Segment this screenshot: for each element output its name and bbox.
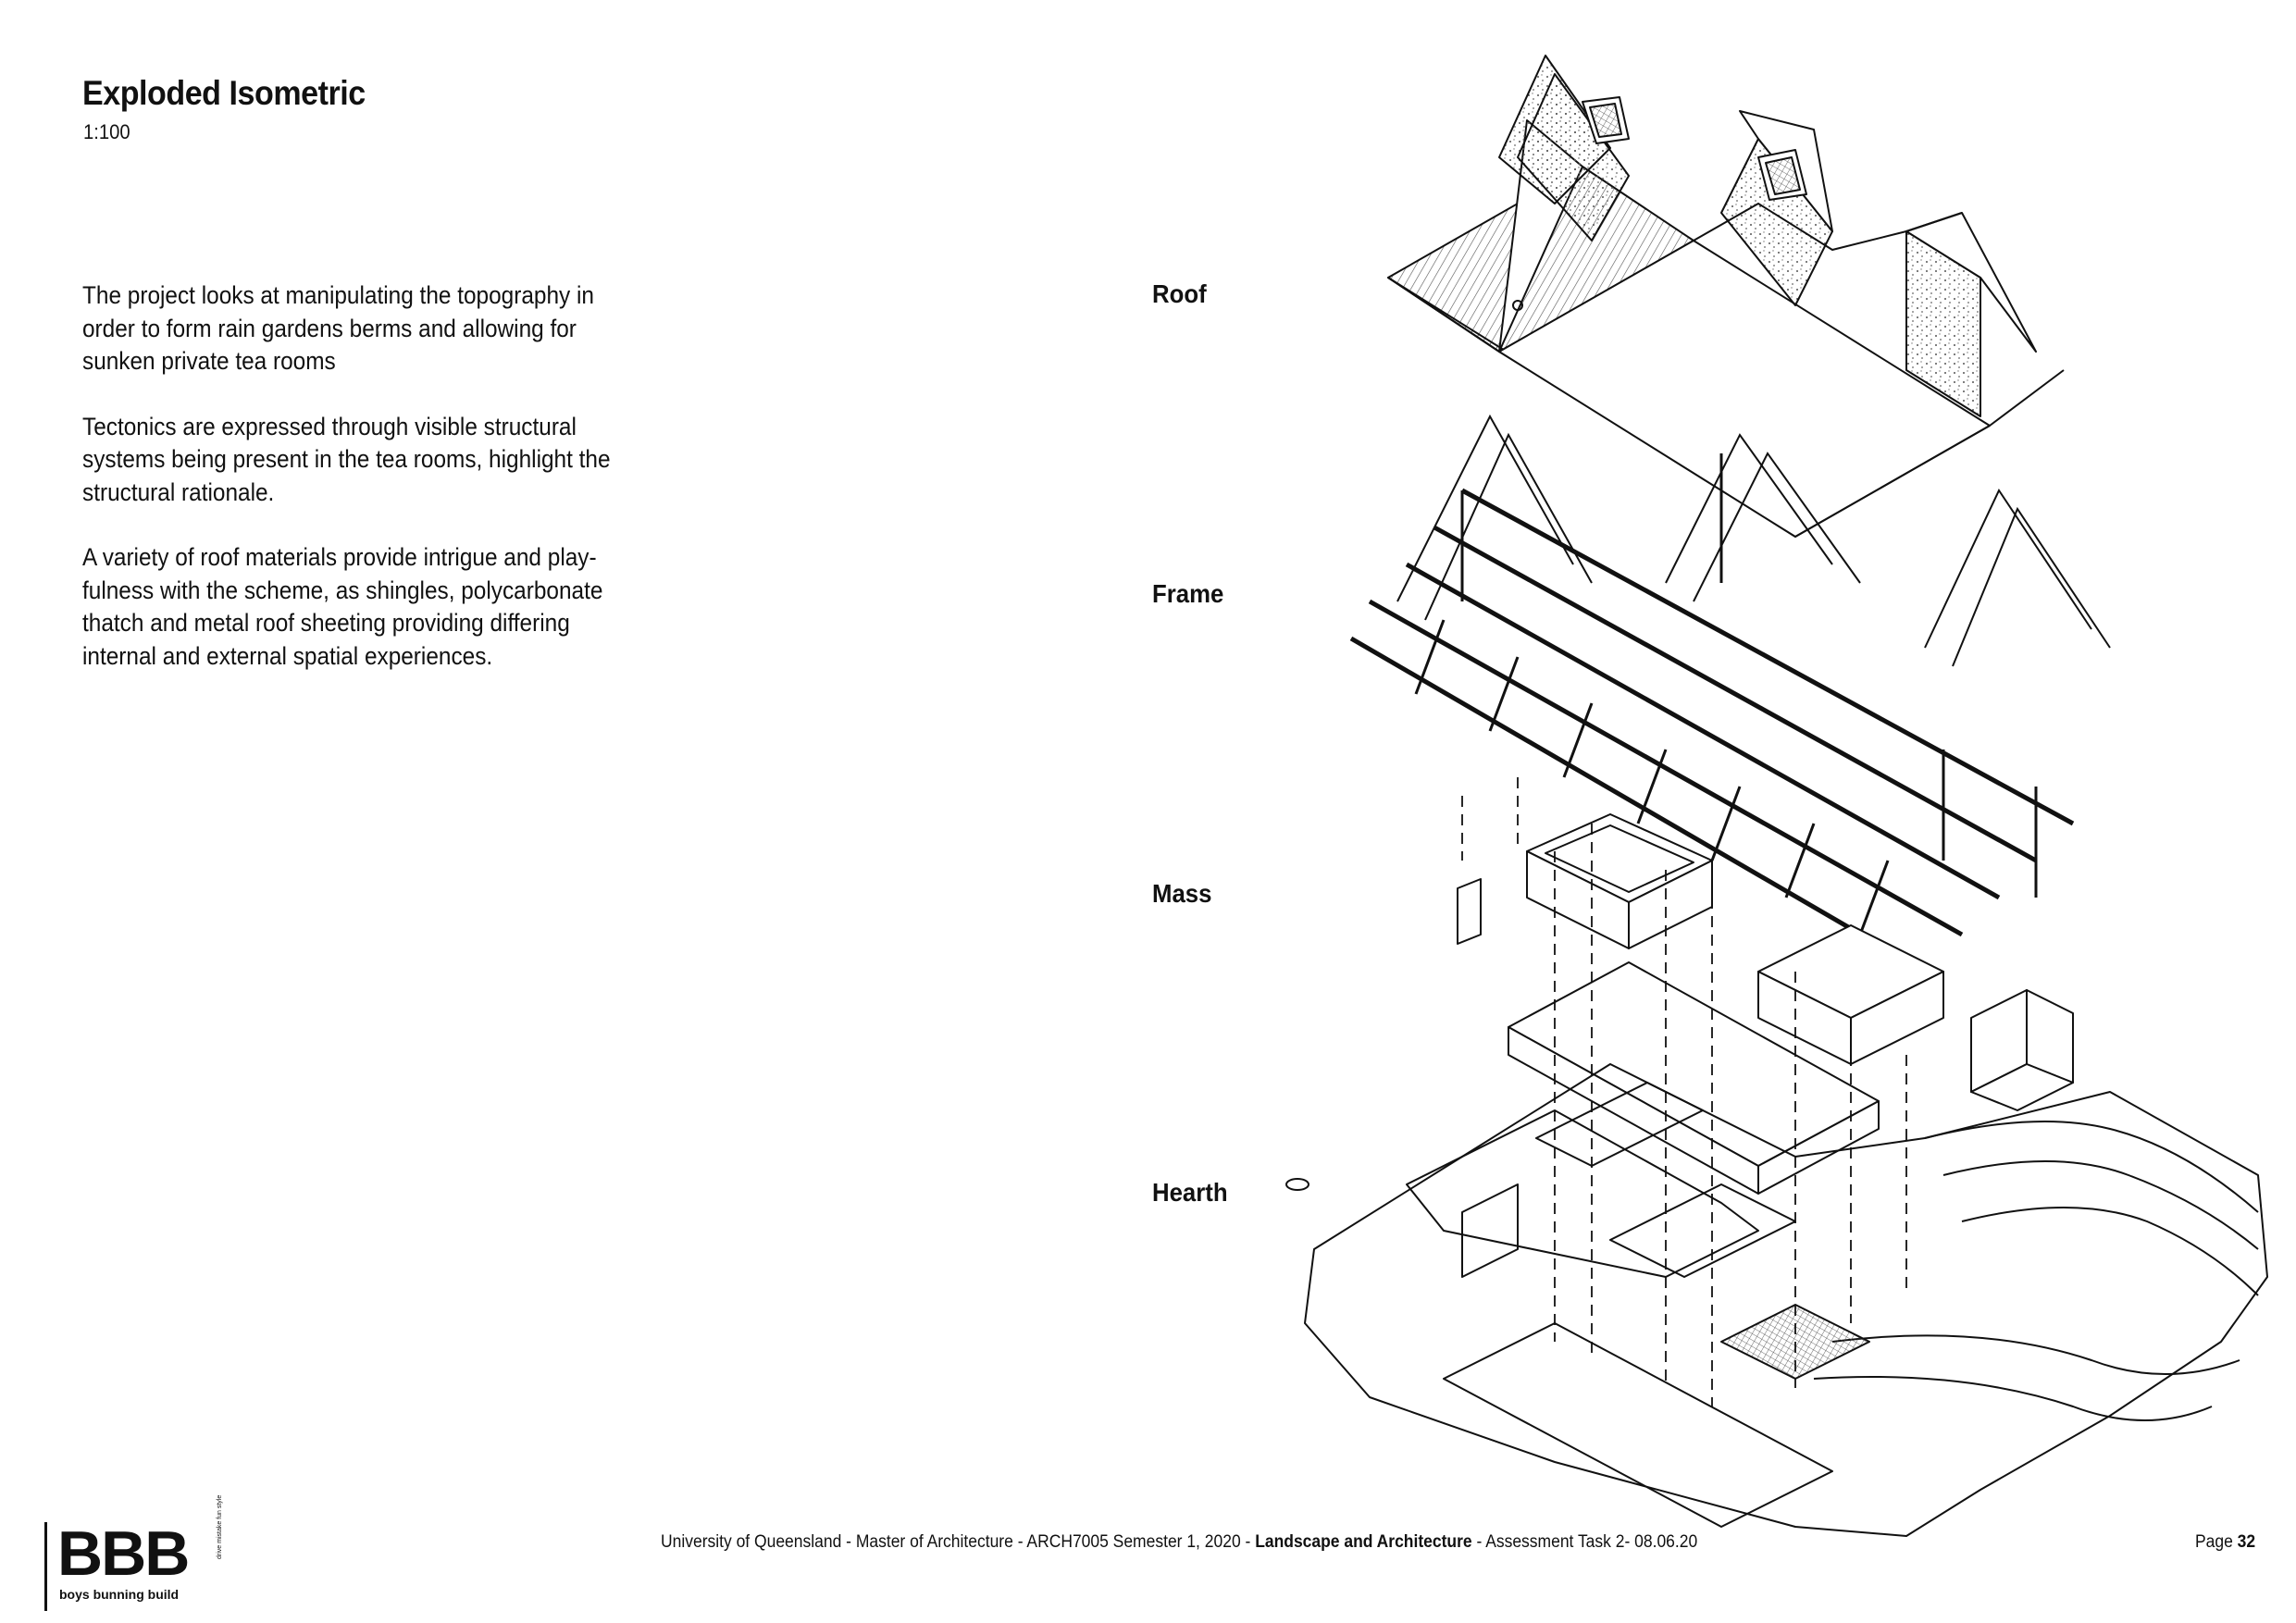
exploded-isometric-drawing bbox=[1285, 55, 2268, 1537]
paragraph-materials: A variety of roof materials provide intr… bbox=[82, 543, 603, 670]
footer-prefix: University of Queensland - Master of Arc… bbox=[661, 1532, 1256, 1552]
logo-divider bbox=[44, 1522, 47, 1611]
logo-side-text: drive mistake fun style bbox=[217, 1494, 223, 1559]
page-label: Page bbox=[2195, 1532, 2238, 1552]
paragraph-topography: The project looks at manipulating the to… bbox=[82, 281, 594, 375]
logo-tagline: boys bunning build bbox=[59, 1587, 180, 1602]
layer-label-mass: Mass bbox=[1152, 879, 1212, 908]
frame-layer bbox=[1349, 414, 2111, 974]
roof-layer bbox=[1387, 55, 2065, 538]
mass-layer bbox=[1457, 813, 2074, 1195]
layer-label-frame: Frame bbox=[1152, 579, 1224, 608]
bbb-logo: BBB boys bunning build drive mistake fun… bbox=[44, 1495, 248, 1611]
paragraph-tectonics: Tectonics are expressed through visible … bbox=[82, 412, 611, 506]
page-title: Exploded Isometric bbox=[82, 74, 366, 112]
drawing-scale: 1:100 bbox=[83, 120, 130, 143]
logo-mark: BBB bbox=[57, 1518, 190, 1589]
description: The project looks at manipulating the to… bbox=[82, 279, 627, 705]
footer-suffix: - Assessment Task 2- 08.06.20 bbox=[1471, 1532, 1698, 1552]
alignment-lines bbox=[1461, 777, 1907, 1406]
page-number-value: 32 bbox=[2237, 1532, 2256, 1552]
layer-label-roof: Roof bbox=[1152, 279, 1207, 308]
page-number: Page 32 bbox=[2195, 1532, 2255, 1553]
footer-course-info: University of Queensland - Master of Arc… bbox=[661, 1532, 1697, 1553]
layer-label-hearth: Hearth bbox=[1152, 1178, 1228, 1207]
footer-course: Landscape and Architecture bbox=[1255, 1532, 1472, 1552]
hearth-layer bbox=[1285, 1063, 2268, 1537]
